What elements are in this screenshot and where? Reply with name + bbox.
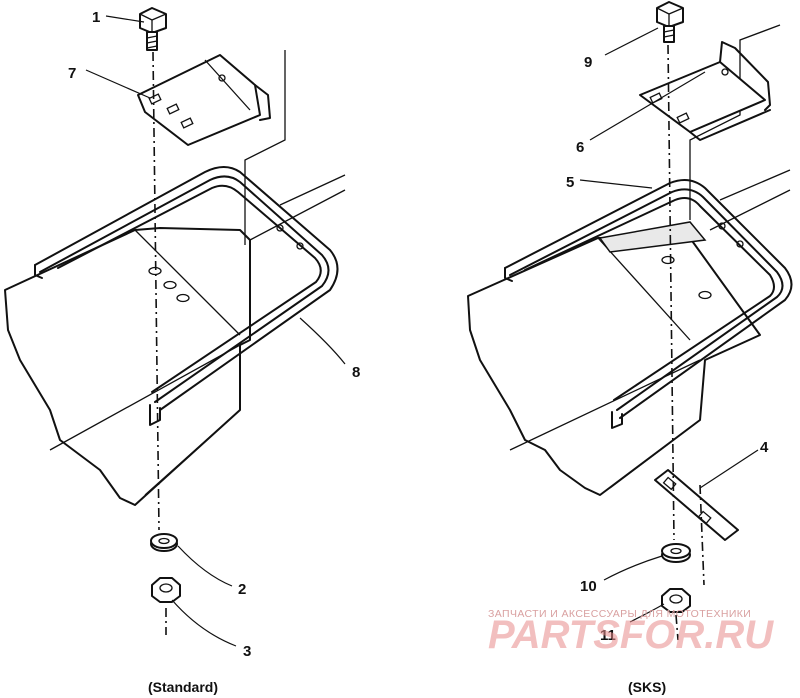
bolt-part-9 (656, 1, 684, 43)
leader-9 (604, 27, 659, 56)
leader-10 (603, 555, 663, 581)
bracket-part-7 (137, 54, 271, 146)
assembly-axis-left (152, 51, 160, 531)
mount-hole (176, 293, 190, 303)
nut-part-11 (661, 588, 691, 613)
mount-hole (163, 280, 177, 290)
assembly-axis-right (667, 44, 675, 541)
mount-hole (698, 290, 712, 300)
leader-1 (105, 15, 145, 23)
caption-standard: (Standard) (148, 679, 218, 695)
bolt-part-1 (139, 7, 167, 51)
callout-8: 8 (352, 364, 360, 381)
leader-6 (589, 71, 706, 141)
callout-6: 6 (576, 139, 584, 156)
tray-inner (598, 221, 707, 253)
callout-11: 11 (600, 627, 616, 644)
leader-2 (177, 545, 233, 587)
sks-assembly (467, 1, 793, 641)
watermark-tagline: ЗАПЧАСТИ И АКСЕССУАРЫ ДЛЯ МОТОТЕХНИКИ (488, 608, 751, 620)
leader-5 (579, 179, 653, 189)
body-panel-right (467, 237, 761, 496)
callout-5: 5 (566, 174, 574, 191)
body-panel-left (4, 227, 251, 506)
nut-part-3 (151, 577, 181, 603)
leader-7 (85, 69, 151, 99)
caption-sks: (SKS) (628, 679, 666, 695)
callout-10: 10 (580, 578, 597, 595)
watermark-logo: PARTSFOR.RU (488, 613, 774, 657)
leader-8 (299, 317, 346, 365)
leader-4 (699, 449, 759, 489)
handle-rail-right (504, 178, 793, 429)
plate-part-4 (654, 469, 739, 541)
standard-assembly (4, 7, 346, 647)
callout-3: 3 (243, 643, 251, 660)
leader-11 (629, 603, 665, 623)
callout-9: 9 (584, 54, 592, 71)
handle-rail-left (34, 166, 339, 426)
callout-2: 2 (238, 581, 246, 598)
washer-part-10 (661, 543, 691, 563)
leader-3 (171, 599, 237, 647)
bracket-part-6 (639, 41, 771, 141)
mount-hole (661, 255, 675, 265)
callout-4: 4 (760, 439, 769, 456)
washer-part-2 (150, 533, 178, 552)
callout-1: 1 (92, 9, 100, 26)
callout-7: 7 (68, 65, 76, 82)
